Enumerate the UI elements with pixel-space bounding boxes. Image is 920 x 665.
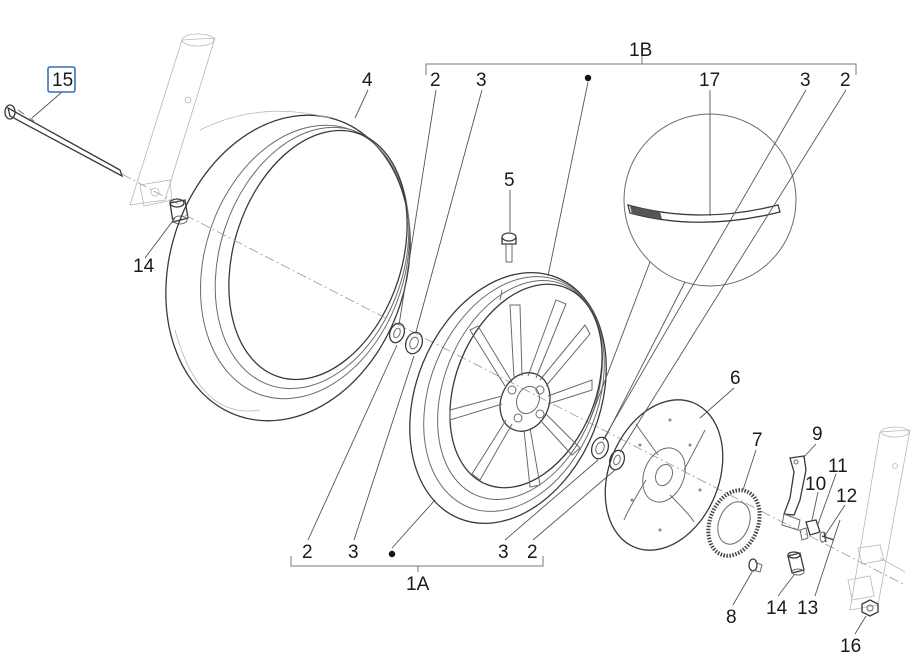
label-3-top-left[interactable]: 3 (476, 70, 487, 91)
wheel-rim (409, 271, 607, 525)
label-3-top-right[interactable]: 3 (800, 70, 811, 91)
brake-disc-part-6 (604, 399, 724, 551)
left-fork-leg (129, 33, 216, 207)
assembly-bracket-1A (290, 556, 544, 572)
seal-part-2-right (608, 449, 626, 471)
label-13[interactable]: 13 (797, 598, 818, 619)
label-11[interactable]: 11 (828, 456, 848, 477)
label-4[interactable]: 4 (362, 70, 373, 91)
label-1B[interactable]: 1B (629, 40, 652, 61)
axle-part-15 (4, 104, 181, 206)
nut-part-16 (861, 599, 879, 617)
bearing-part-3-left (404, 331, 424, 355)
dot-marker-top (584, 74, 592, 82)
bearing-part-3-right (590, 436, 610, 460)
leader-lines (31, 81, 867, 635)
label-14-right[interactable]: 14 (766, 598, 788, 619)
tone-ring-part-7 (706, 488, 762, 558)
spacer-part-14-right (787, 551, 805, 576)
label-14-left[interactable]: 14 (133, 256, 155, 277)
bolt-part-5 (501, 232, 517, 263)
label-12[interactable]: 12 (836, 486, 857, 507)
sensor-bracket-part-9 (781, 455, 807, 531)
assembly-bracket-1B (425, 56, 857, 75)
label-17[interactable]: 17 (699, 70, 720, 91)
label-6[interactable]: 6 (730, 368, 741, 389)
label-10[interactable]: 10 (805, 474, 826, 495)
label-16[interactable]: 16 (840, 636, 861, 657)
label-3-bottom-right[interactable]: 3 (498, 542, 509, 563)
label-15[interactable]: 15 (52, 70, 73, 91)
label-2-top-left[interactable]: 2 (430, 70, 441, 91)
label-3-bottom-left[interactable]: 3 (348, 542, 359, 563)
tire-part-4 (165, 110, 411, 422)
label-2-top-right[interactable]: 2 (840, 70, 851, 91)
label-2-bottom-right[interactable]: 2 (527, 542, 538, 563)
decal-detail-callout (589, 113, 797, 439)
label-1A[interactable]: 1A (406, 574, 430, 595)
label-7[interactable]: 7 (752, 430, 763, 451)
label-9[interactable]: 9 (812, 424, 823, 445)
sensor-part-10 (799, 519, 821, 541)
screw-part-8 (748, 558, 763, 573)
dot-marker-bottom (388, 550, 396, 558)
label-2-bottom-left[interactable]: 2 (302, 542, 313, 563)
seal-part-2-left (388, 322, 406, 344)
right-fork-leg-part-13 (847, 426, 911, 611)
screw-part-12 (819, 531, 835, 543)
spacer-part-14-left (169, 198, 189, 225)
label-8[interactable]: 8 (726, 607, 737, 628)
highlight-box-15 (47, 66, 76, 93)
axis-centerline (184, 214, 906, 586)
label-5[interactable]: 5 (504, 170, 515, 191)
